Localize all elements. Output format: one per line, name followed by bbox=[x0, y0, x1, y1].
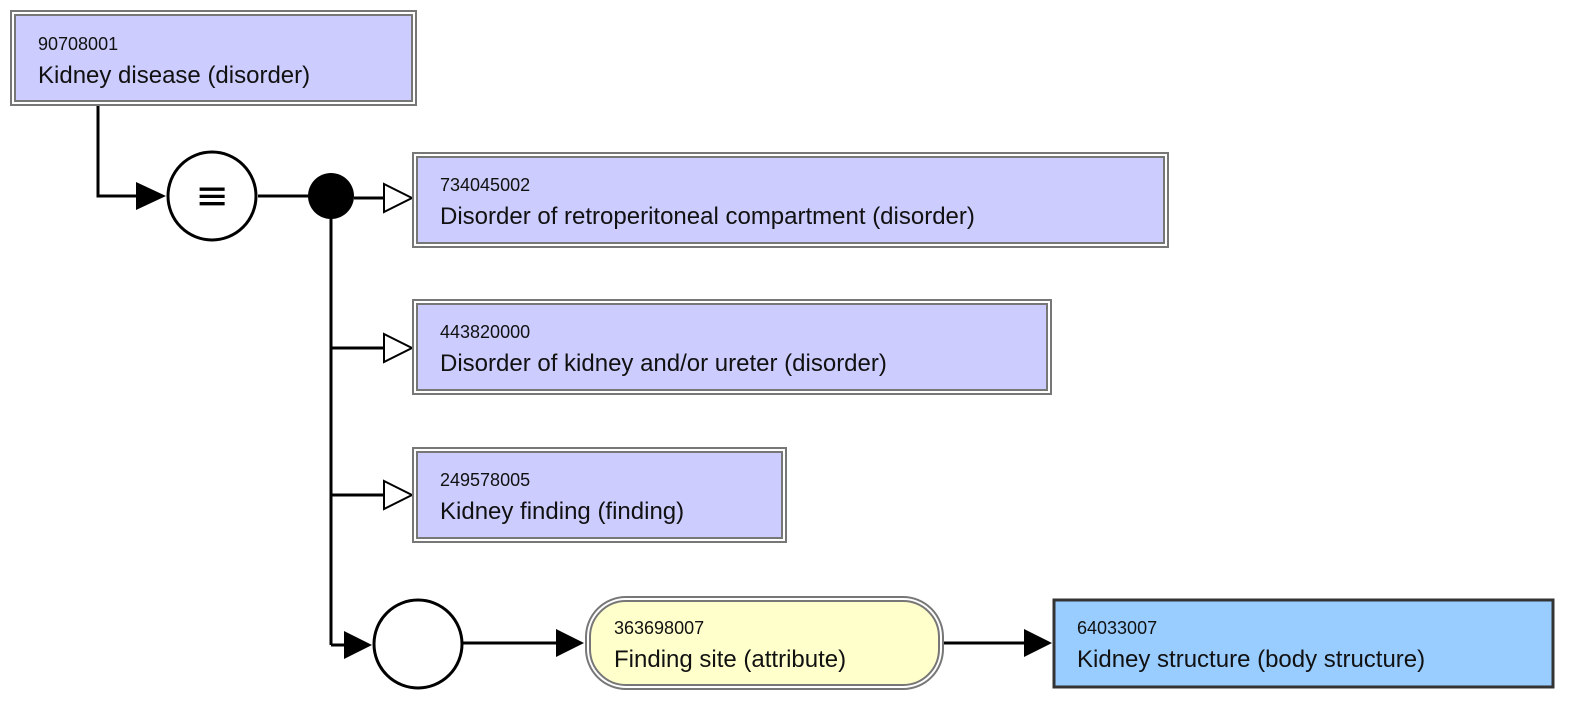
parent-concept-id: 249578005 bbox=[440, 470, 530, 490]
parent-concept-label: Kidney finding (finding) bbox=[440, 498, 684, 525]
attribute-arrowhead bbox=[556, 629, 584, 657]
parent-2-arrowhead bbox=[383, 332, 415, 364]
equivalence-circle bbox=[166, 150, 258, 242]
attribute-id: 363698007 bbox=[614, 618, 704, 638]
attribute-box bbox=[589, 600, 940, 686]
attribute-value-label: Kidney structure (body structure) bbox=[1077, 646, 1425, 673]
parent-concept-label: Disorder of kidney and/or ureter (disord… bbox=[440, 350, 887, 377]
attribute-node[interactable]: 363698007 Finding site (attribute) bbox=[585, 596, 944, 690]
parent-concept-node[interactable]: 249578005 Kidney finding (finding) bbox=[412, 447, 787, 543]
parent-concept-node[interactable]: 734045002 Disorder of retroperitoneal co… bbox=[412, 152, 1169, 248]
attribute-value-box bbox=[1052, 598, 1555, 689]
parent-concept-box bbox=[416, 156, 1165, 244]
equivalence-symbol: ≡ bbox=[195, 173, 229, 219]
attribute-label: Finding site (attribute) bbox=[614, 646, 846, 673]
definition-arrowhead bbox=[136, 182, 166, 210]
parent-concept-id: 734045002 bbox=[440, 175, 530, 195]
definition-status-node: ≡ bbox=[166, 150, 258, 242]
value-arrowhead bbox=[1024, 629, 1052, 657]
connectors bbox=[96, 104, 1052, 659]
parent-concept-label: Disorder of retroperitoneal compartment … bbox=[440, 203, 975, 230]
attribute-value-node[interactable]: 64033007 Kidney structure (body structur… bbox=[1052, 598, 1555, 689]
focus-concept-label: Kidney disease (disorder) bbox=[38, 62, 310, 89]
parent-concept-box bbox=[416, 303, 1048, 391]
parent-1-arrowhead bbox=[383, 182, 415, 214]
parent-concept-node[interactable]: 443820000 Disorder of kidney and/or uret… bbox=[412, 299, 1052, 395]
parent-3-arrowhead bbox=[383, 479, 415, 511]
attribute-value-id: 64033007 bbox=[1077, 618, 1157, 638]
conjunction-dot bbox=[308, 173, 354, 219]
focus-concept-box bbox=[14, 14, 413, 102]
parent-concept-id: 443820000 bbox=[440, 322, 530, 342]
group-arrowhead bbox=[344, 631, 372, 659]
focus-to-definition-line bbox=[96, 104, 138, 198]
focus-concept-node[interactable]: 90708001 Kidney disease (disorder) bbox=[10, 10, 417, 106]
parent-concept-box bbox=[416, 451, 783, 539]
focus-concept-id: 90708001 bbox=[38, 34, 118, 54]
attribute-group-circle bbox=[372, 598, 464, 690]
